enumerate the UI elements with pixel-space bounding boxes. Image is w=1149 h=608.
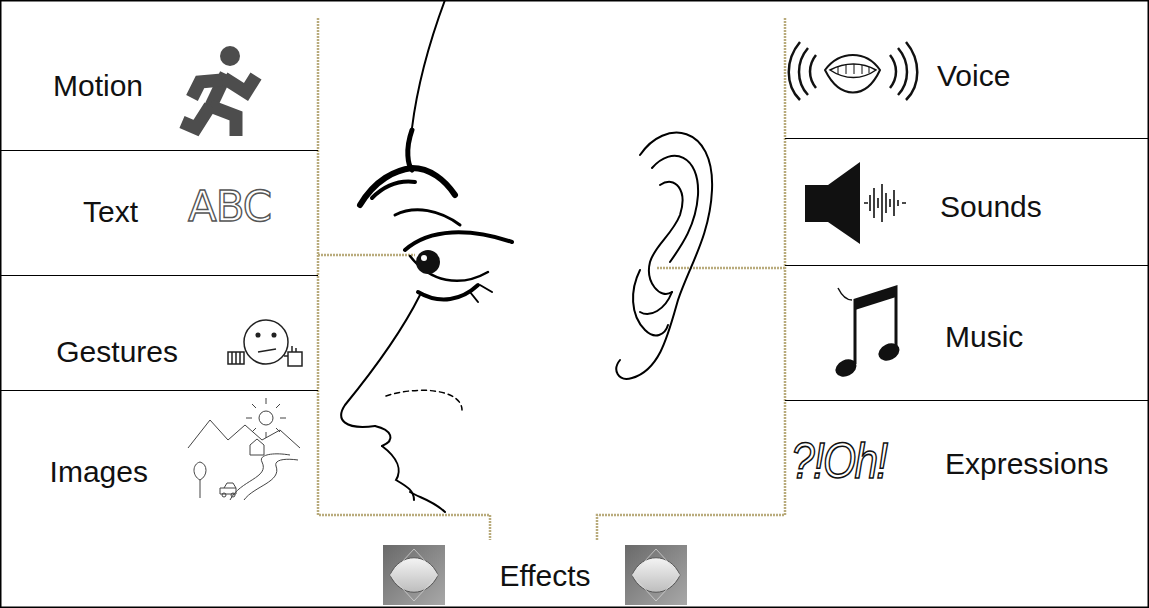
music-cell: Music <box>785 265 1149 400</box>
effects-band: Effects <box>470 540 620 608</box>
category-label: Text <box>83 195 138 228</box>
sounds-icon <box>805 162 906 244</box>
text-cell: Text ABC <box>0 150 318 275</box>
frame-lines <box>318 18 785 540</box>
images-icon <box>188 398 300 500</box>
icon-lettering: ABC <box>188 184 271 230</box>
category-label: Expressions <box>945 447 1108 480</box>
sounds-cell: Sounds <box>785 138 1149 265</box>
gestures-icon <box>228 320 302 366</box>
voice-icon <box>789 42 918 100</box>
music-icon <box>833 287 903 380</box>
ear <box>616 133 712 379</box>
category-label: Voice <box>937 59 1010 92</box>
eye-glint <box>421 255 427 261</box>
images-cell: Images <box>0 390 318 608</box>
category-label: Motion <box>53 69 143 102</box>
eye-iris <box>416 250 440 274</box>
category-label: Effects <box>499 559 590 592</box>
voice-cell: Voice <box>785 0 1149 138</box>
gestures-cell: Gestures <box>0 275 318 390</box>
motion-icon-head <box>220 46 240 66</box>
expressions-cell: Expressions ?!Oh! <box>785 400 1149 608</box>
face-profile <box>341 0 512 512</box>
effects-icon <box>383 545 687 605</box>
category-label: Images <box>50 455 148 488</box>
icon-lettering: ?!Oh! <box>791 434 886 489</box>
motion-icon <box>182 74 256 136</box>
motion-cell: Motion <box>0 0 318 150</box>
category-label: Music <box>945 320 1023 353</box>
category-label: Sounds <box>940 190 1042 223</box>
category-label: Gestures <box>56 335 178 368</box>
